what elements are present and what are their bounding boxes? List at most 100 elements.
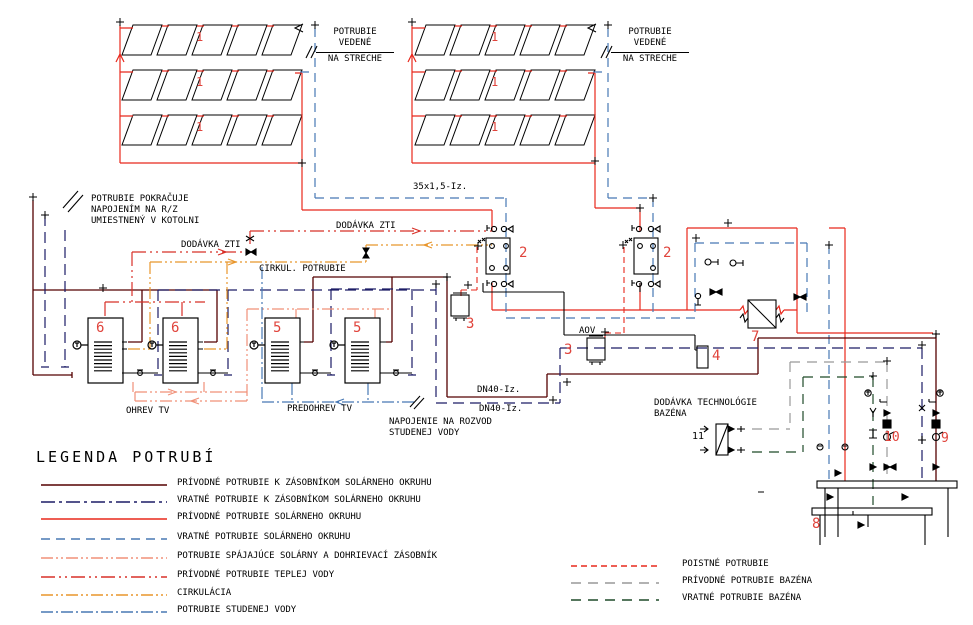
pump-group-number: 2 bbox=[519, 245, 528, 261]
legend-item-label: PRÍVODNÉ POTRUBIE SOLÁRNEHO OKRUHU bbox=[177, 512, 362, 522]
roof-note-right: POTRUBIE VEDENÉ NA STRECHE bbox=[611, 27, 689, 65]
circulation-valve bbox=[362, 247, 370, 259]
corner-markers bbox=[29, 18, 940, 404]
legend-item: PRÍVODNÉ POTRUBIE BAZÉNA bbox=[570, 576, 973, 589]
circulation-arrows bbox=[227, 241, 433, 266]
pool-line2: BAZÉNA bbox=[654, 408, 687, 419]
napojenie-line1: NAPOJENIE NA ROZVOD bbox=[389, 417, 492, 427]
vessel-number: 4 bbox=[712, 348, 721, 364]
pump-group-number: 2 bbox=[663, 245, 672, 261]
aov-label: AOV bbox=[579, 326, 596, 336]
pool-return-number: 9 bbox=[941, 431, 949, 446]
expansion-number: 3 bbox=[564, 342, 573, 358]
dn40-label-2: DN40-Iz. bbox=[479, 404, 523, 414]
roof-note-line2: VEDENÉ bbox=[633, 38, 667, 49]
roof-note-line1: POTRUBIE bbox=[333, 27, 377, 37]
dn40-label-1: DN40-Iz. bbox=[477, 385, 521, 395]
tank-link-arrows bbox=[167, 388, 200, 405]
dodavka-zti-label-2: DODÁVKA ZTI bbox=[336, 221, 396, 231]
roof-note-left: POTRUBIE VEDENÉ NA STRECHE bbox=[316, 27, 394, 65]
pipes-circulation bbox=[128, 244, 492, 350]
zti-valve bbox=[245, 235, 257, 256]
pipes-tank-link bbox=[132, 308, 390, 402]
dosing-vessel bbox=[696, 345, 709, 369]
ohrev-label: OHREV TV bbox=[126, 406, 170, 416]
pipes-pool-supply bbox=[752, 361, 888, 478]
napojenie-label: NAPOJENIE NA ROZVOD STUDENEJ VODY bbox=[389, 417, 492, 439]
collector-number: 1 bbox=[491, 120, 499, 134]
expansion-number: 3 bbox=[466, 316, 475, 332]
legend-item: PRÍVODNÉ POTRUBIE SOLÁRNEHO OKRUHU bbox=[40, 512, 507, 525]
boiler-note-line2: NAPOJENÍM NA R/Z bbox=[91, 204, 178, 215]
pool-hx-number: 11 bbox=[692, 431, 705, 442]
pump-group-valves bbox=[477, 225, 661, 288]
legend-item-label: POTRUBIE STUDENEJ VODY bbox=[177, 605, 297, 615]
legend-item-label: POISTNÉ POTRUBIE bbox=[682, 559, 769, 569]
manifold-number: 8 bbox=[812, 516, 821, 532]
predohrev-label: PREDOHREV TV bbox=[287, 404, 353, 414]
legend-item-label: PRÍVODNÉ POTRUBIE BAZÉNA bbox=[682, 576, 813, 586]
legend-item-label: PRÍVODNÉ POTRUBIE K ZÁSOBNÍKOM SOLÁRNEHO… bbox=[177, 478, 432, 488]
boiler-note: POTRUBIE POKRAČUJE NAPOJENÍM NA R/Z UMIE… bbox=[91, 194, 199, 227]
expansion-vessel bbox=[450, 292, 470, 321]
legend-item: PRÍVODNÉ POTRUBIE K ZÁSOBNÍKOM SOLÁRNEHO… bbox=[40, 478, 507, 491]
pool-heat-exchanger bbox=[700, 423, 745, 456]
legend-item: VRATNÉ POTRUBIE K ZÁSOBNÍKOM SOLÁRNEHO O… bbox=[40, 495, 507, 508]
equipment-and-symbols bbox=[62, 23, 958, 545]
legend-item: POTRUBIE SPÁJAJÚCE SOLÁRNY A DOHRIEVACÍ … bbox=[40, 551, 507, 564]
legend-item: PRÍVODNÉ POTRUBIE TEPLEJ VODY bbox=[40, 570, 507, 583]
dodavka-zti-label-1: DODÁVKA ZTI bbox=[181, 240, 241, 250]
pool-label: DODÁVKA TECHNOLÓGIE BAZÉNA bbox=[654, 398, 757, 420]
legend-item-label: VRATNÉ POTRUBIE SOLÁRNEHO OKRUHU bbox=[177, 532, 351, 542]
legend-item: POTRUBIE STUDENEJ VODY bbox=[40, 605, 507, 618]
legend-item-label: POTRUBIE SPÁJAJÚCE SOLÁRNY A DOHRIEVACÍ … bbox=[177, 551, 438, 561]
legend-item: CIRKULÁCIA bbox=[40, 588, 507, 601]
heat-exchanger bbox=[739, 299, 785, 329]
roof-note-line3: NA STRECHE bbox=[327, 53, 383, 64]
legend-item-label: VRATNÉ POTRUBIE K ZÁSOBNÍKOM SOLÁRNEHO O… bbox=[177, 495, 421, 505]
pipes-solar-supply bbox=[115, 25, 933, 481]
pipes-tank-return bbox=[41, 215, 923, 481]
pipes-solar-return bbox=[300, 28, 830, 481]
legend-item: VRATNÉ POTRUBIE SOLÁRNEHO OKRUHU bbox=[40, 532, 507, 545]
collector-number: 1 bbox=[196, 30, 204, 44]
tank-number-6: 6 bbox=[171, 320, 180, 336]
cirkul-label: CIRKUL. POTRUBIE bbox=[259, 264, 346, 274]
roof-note-line1: POTRUBIE bbox=[628, 27, 672, 37]
tank-number-5: 5 bbox=[353, 320, 362, 336]
tank-number-5: 5 bbox=[273, 320, 282, 336]
roof-note-line2: VEDENÉ bbox=[338, 38, 372, 49]
pool-manifolds bbox=[811, 480, 958, 545]
solar-collector-panels bbox=[121, 24, 596, 146]
roof-note-line3: NA STRECHE bbox=[622, 53, 678, 64]
hot-water-arrows bbox=[217, 227, 422, 256]
pool-supply-number: 10 bbox=[884, 430, 900, 445]
napojenie-line2: STUDENEJ VODY bbox=[389, 427, 460, 438]
legend-item-label: PRÍVODNÉ POTRUBIE TEPLEJ VODY bbox=[177, 570, 335, 580]
pipe-size-label: 35x1,5-Iz. bbox=[413, 182, 468, 192]
collector-number: 1 bbox=[491, 30, 499, 44]
legend-item-label: CIRKULÁCIA bbox=[177, 588, 232, 598]
legend-item-label: VRATNÉ POTRUBIE BAZÉNA bbox=[682, 593, 802, 603]
legend-title: LEGENDA POTRUBÍ bbox=[36, 448, 217, 466]
tank-number-6: 6 bbox=[96, 320, 105, 336]
legend-item: VRATNÉ POTRUBIE BAZÉNA bbox=[570, 593, 973, 606]
legend-item: POISTNÉ POTRUBIE bbox=[570, 559, 973, 572]
collector-number: 1 bbox=[491, 75, 499, 89]
storage-tanks bbox=[72, 317, 381, 384]
cold-water-arrow bbox=[334, 398, 345, 406]
collector-number: 1 bbox=[196, 75, 204, 89]
collector-number: 1 bbox=[196, 120, 204, 134]
aov-vessel bbox=[586, 335, 606, 365]
roof-note-rule bbox=[316, 51, 394, 53]
collector-connector-ticks bbox=[162, 25, 567, 117]
boiler-note-line1: POTRUBIE POKRAČUJE bbox=[91, 194, 189, 204]
pipes-pool-return bbox=[752, 376, 874, 505]
boiler-note-line3: UMIESTNENÝ V KOTOLNI bbox=[91, 215, 200, 226]
pipes-cold-water bbox=[261, 267, 414, 403]
pool-valve-stacks bbox=[758, 389, 944, 529]
pool-line1: DODÁVKA TECHNOLÓGIE bbox=[654, 398, 757, 408]
roof-note-rule bbox=[611, 51, 689, 53]
